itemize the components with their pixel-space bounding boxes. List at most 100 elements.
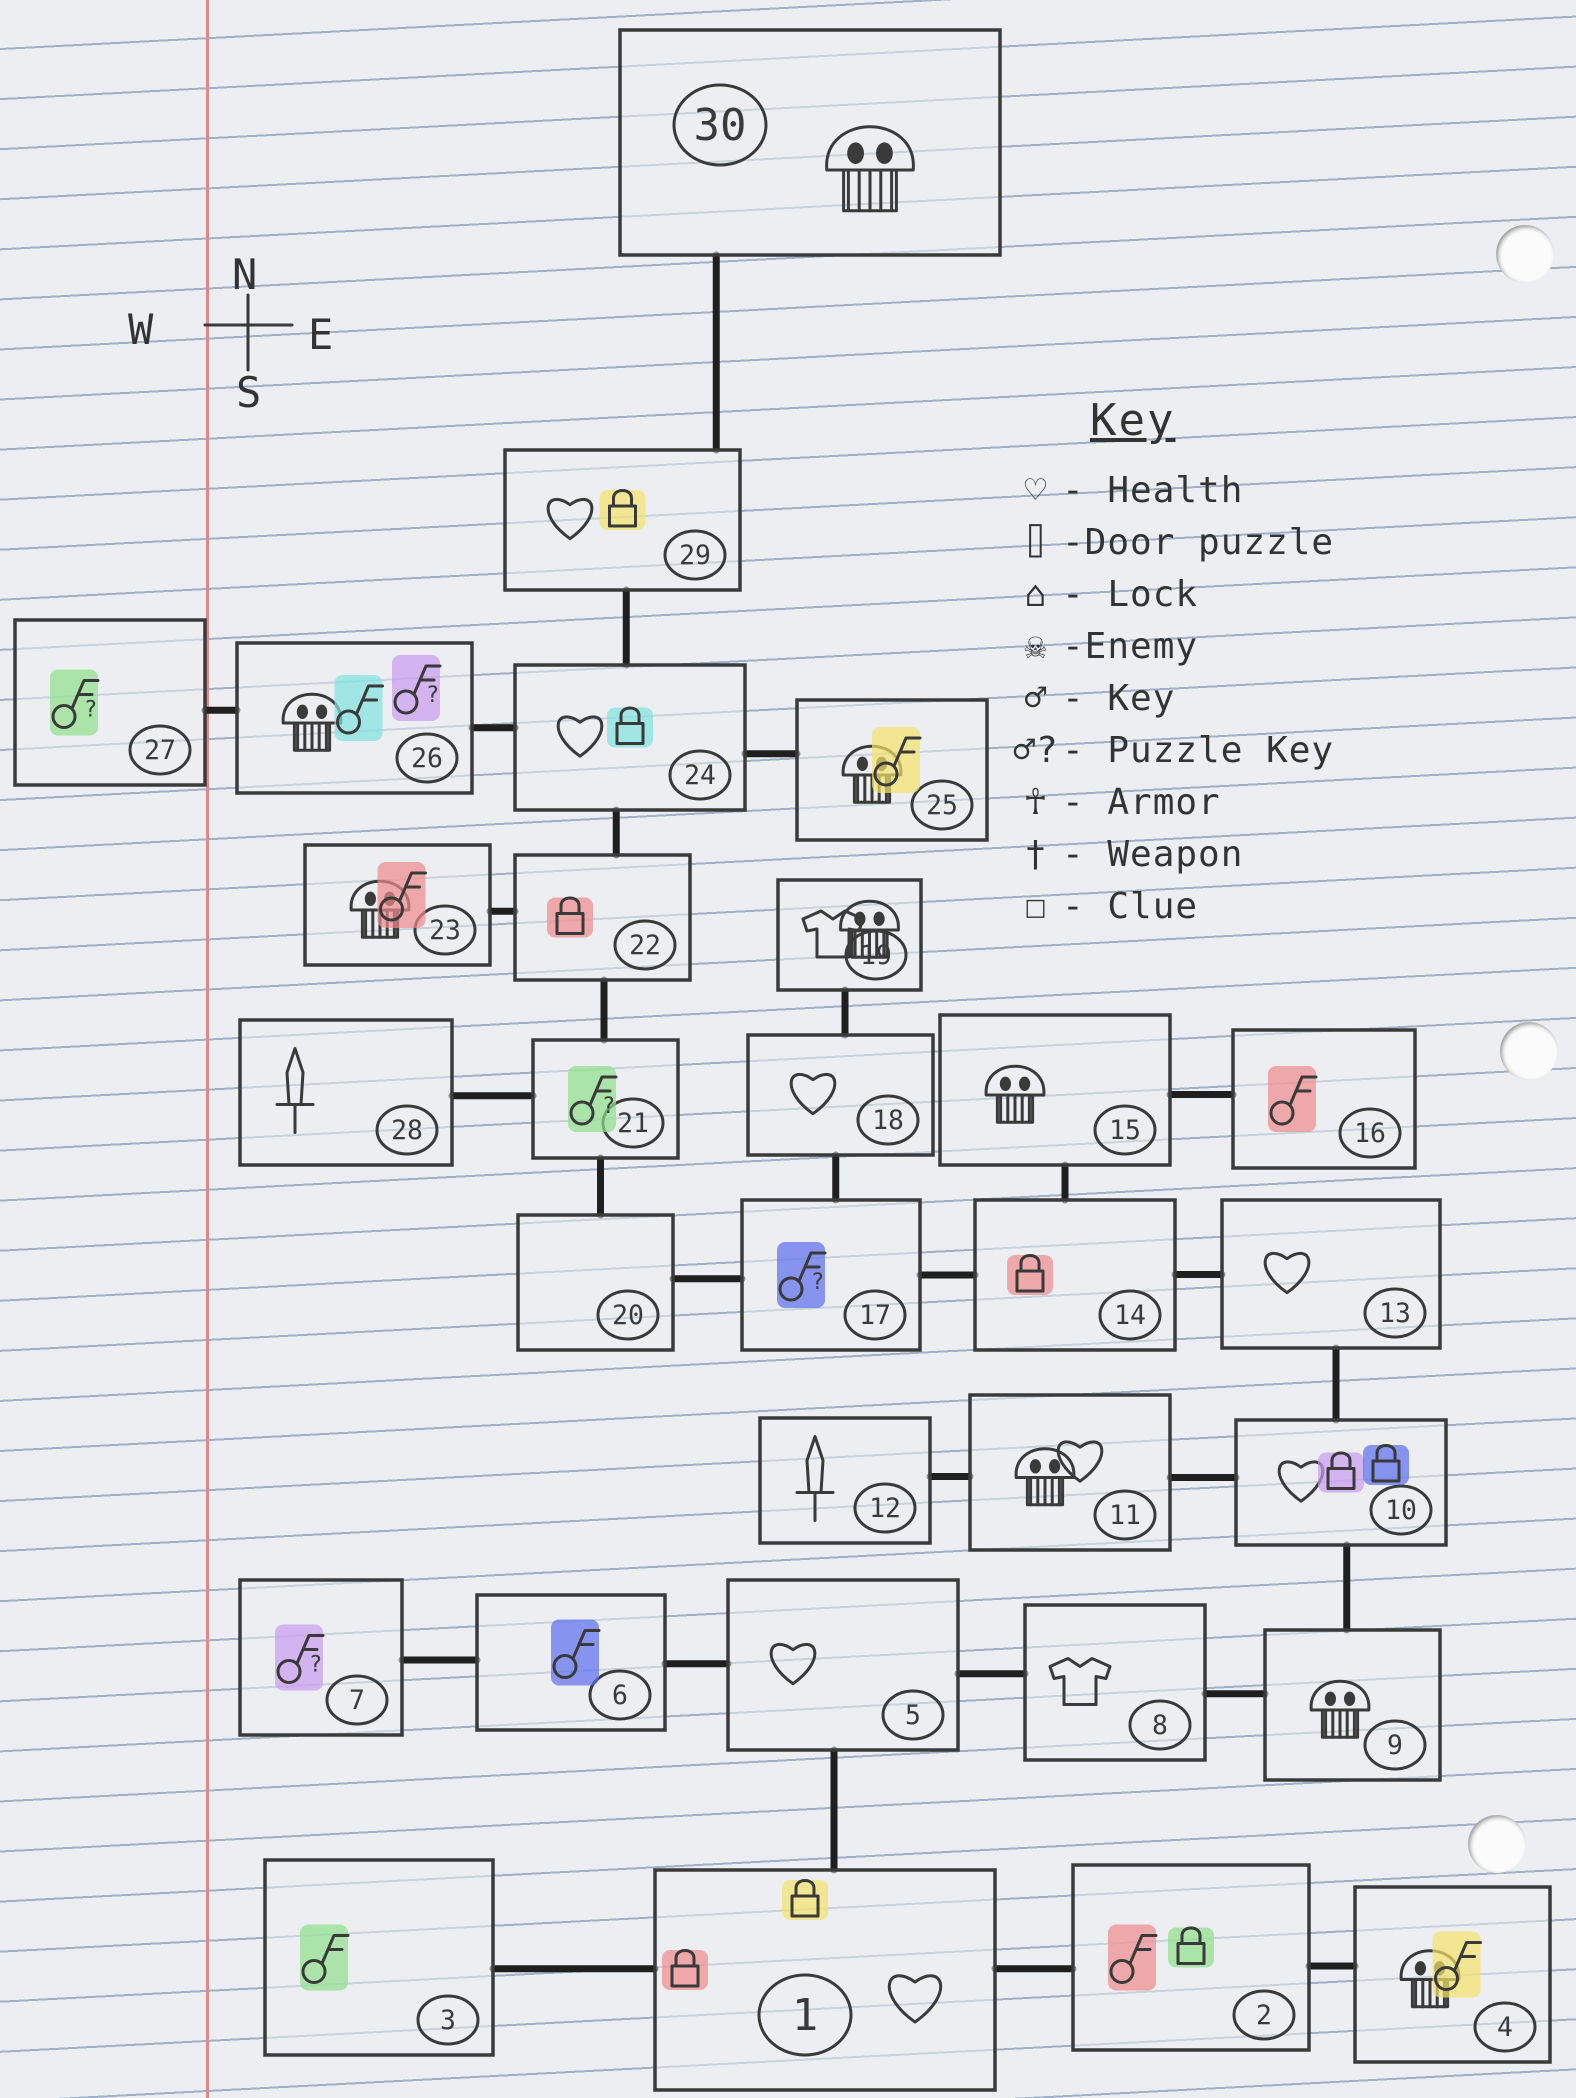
room-number: 2 bbox=[1256, 2000, 1272, 2031]
puzzle-key-icon: ? bbox=[392, 655, 442, 721]
heart-icon bbox=[1263, 1251, 1311, 1295]
key-icon bbox=[377, 862, 427, 928]
lock-icon bbox=[1007, 1254, 1053, 1295]
key-item-label: - Clue bbox=[1062, 886, 1199, 927]
svg-text:?: ? bbox=[84, 698, 97, 723]
room-box bbox=[618, 28, 1002, 257]
room-15: 15 bbox=[938, 1013, 1172, 1167]
room-box bbox=[740, 1198, 922, 1352]
room-number: 17 bbox=[859, 1300, 891, 1331]
room-box bbox=[758, 1416, 932, 1545]
room-18: 18 bbox=[746, 1033, 935, 1157]
room-number: 4 bbox=[1497, 2012, 1513, 2043]
room-29: 29 bbox=[503, 448, 742, 592]
door-puzzle-icon: ⌷ bbox=[1024, 522, 1048, 563]
room-number: 21 bbox=[617, 1108, 649, 1139]
room-12: 12 bbox=[758, 1416, 932, 1545]
room-number: 15 bbox=[1109, 1115, 1141, 1146]
key-item-label: - Key bbox=[1062, 678, 1176, 719]
room-16: 16 bbox=[1231, 1028, 1417, 1170]
room-box bbox=[513, 663, 747, 812]
room-number: 18 bbox=[872, 1105, 904, 1136]
key-item: ☐- Clue bbox=[1010, 886, 1198, 927]
room-box bbox=[238, 1018, 454, 1167]
margin-line bbox=[206, 0, 209, 2098]
key-item-label: -Door puzzle bbox=[1062, 522, 1335, 563]
key-item-label: - Weapon bbox=[1062, 834, 1244, 875]
key-item: ☥- Armor bbox=[1010, 782, 1221, 823]
svg-text:?: ? bbox=[811, 1270, 824, 1295]
room-box bbox=[746, 1033, 935, 1157]
highlight bbox=[1363, 1445, 1409, 1485]
room-13: 13 bbox=[1220, 1198, 1442, 1350]
puzzle-key-icon: ? bbox=[275, 1624, 325, 1691]
room-number: 20 bbox=[612, 1300, 644, 1331]
weapon-icon bbox=[275, 1047, 315, 1134]
heart-icon bbox=[789, 1072, 837, 1116]
svg-text:?: ? bbox=[426, 683, 439, 708]
heart-icon bbox=[556, 715, 604, 758]
key-icon bbox=[334, 675, 384, 741]
puzzle-key-icon: ? bbox=[568, 1066, 618, 1132]
key-icon: ♂ bbox=[1024, 678, 1048, 719]
lock-icon bbox=[782, 1879, 828, 1920]
key-item: †- Weapon bbox=[1010, 834, 1243, 875]
highlight bbox=[1168, 1927, 1214, 1968]
room-5: 5 bbox=[726, 1578, 960, 1752]
key-item-label: - Health bbox=[1062, 470, 1244, 511]
room-number: 25 bbox=[926, 790, 958, 821]
room-number: 3 bbox=[440, 2005, 456, 2036]
room-number: 26 bbox=[411, 743, 443, 774]
skull-enemy-icon bbox=[825, 125, 915, 213]
room-number: 5 bbox=[905, 1700, 921, 1731]
room-number: 8 bbox=[1152, 1710, 1168, 1741]
room-box bbox=[263, 1858, 495, 2057]
puzzle-key-icon: ♂? bbox=[1013, 730, 1059, 771]
room-4: 4 bbox=[1353, 1885, 1552, 2064]
armor-icon: ☥ bbox=[1024, 782, 1048, 823]
key-item: ♡- Health bbox=[1010, 470, 1243, 511]
skull-enemy-icon bbox=[281, 692, 343, 752]
heart-icon bbox=[769, 1642, 817, 1686]
room-22: 22 bbox=[513, 853, 692, 982]
lock-icon bbox=[1168, 1926, 1214, 1968]
room-number: 12 bbox=[869, 1493, 901, 1524]
lock-icon bbox=[1318, 1451, 1364, 1493]
room-number: 28 bbox=[391, 1115, 423, 1146]
key-icon bbox=[1108, 1924, 1158, 1991]
room-9: 9 bbox=[1263, 1628, 1442, 1782]
room-20: 20 bbox=[516, 1213, 675, 1352]
room-10: 10 bbox=[1234, 1418, 1448, 1547]
key-icon bbox=[872, 727, 922, 793]
compass-w: W bbox=[128, 305, 154, 354]
armor-icon bbox=[1048, 1657, 1112, 1706]
highlight bbox=[1318, 1452, 1364, 1493]
room-25: 25 bbox=[795, 698, 989, 842]
room-28: 28 bbox=[238, 1018, 454, 1167]
room-19: 19 bbox=[776, 878, 923, 992]
room-box bbox=[938, 1013, 1172, 1167]
room-24: 24 bbox=[513, 663, 747, 812]
room-number: 6 bbox=[612, 1680, 628, 1711]
room-number: 13 bbox=[1379, 1298, 1411, 1329]
room-box bbox=[726, 1578, 960, 1752]
heart-icon bbox=[1056, 1440, 1104, 1483]
room-number: 7 bbox=[349, 1685, 365, 1716]
room-number: 9 bbox=[1387, 1730, 1403, 1761]
room-2: 2 bbox=[1071, 1863, 1311, 2052]
room-number: 16 bbox=[1354, 1118, 1386, 1149]
room-number: 14 bbox=[1114, 1300, 1146, 1331]
room-8: 8 bbox=[1023, 1603, 1207, 1762]
puzzle-key-icon: ? bbox=[50, 669, 100, 736]
skull-enemy-icon: ☠ bbox=[1024, 626, 1048, 667]
room-box bbox=[1023, 1603, 1207, 1762]
room-box bbox=[13, 618, 207, 787]
room-number: 23 bbox=[429, 915, 461, 946]
key-item-label: -Enemy bbox=[1062, 626, 1199, 667]
svg-text:?: ? bbox=[602, 1094, 615, 1119]
room-number: 22 bbox=[629, 930, 661, 961]
room-connections bbox=[201, 251, 1359, 1973]
room-21: 21? bbox=[531, 1038, 680, 1160]
room-number: 10 bbox=[1385, 1495, 1417, 1526]
skull-enemy-icon bbox=[839, 899, 900, 959]
